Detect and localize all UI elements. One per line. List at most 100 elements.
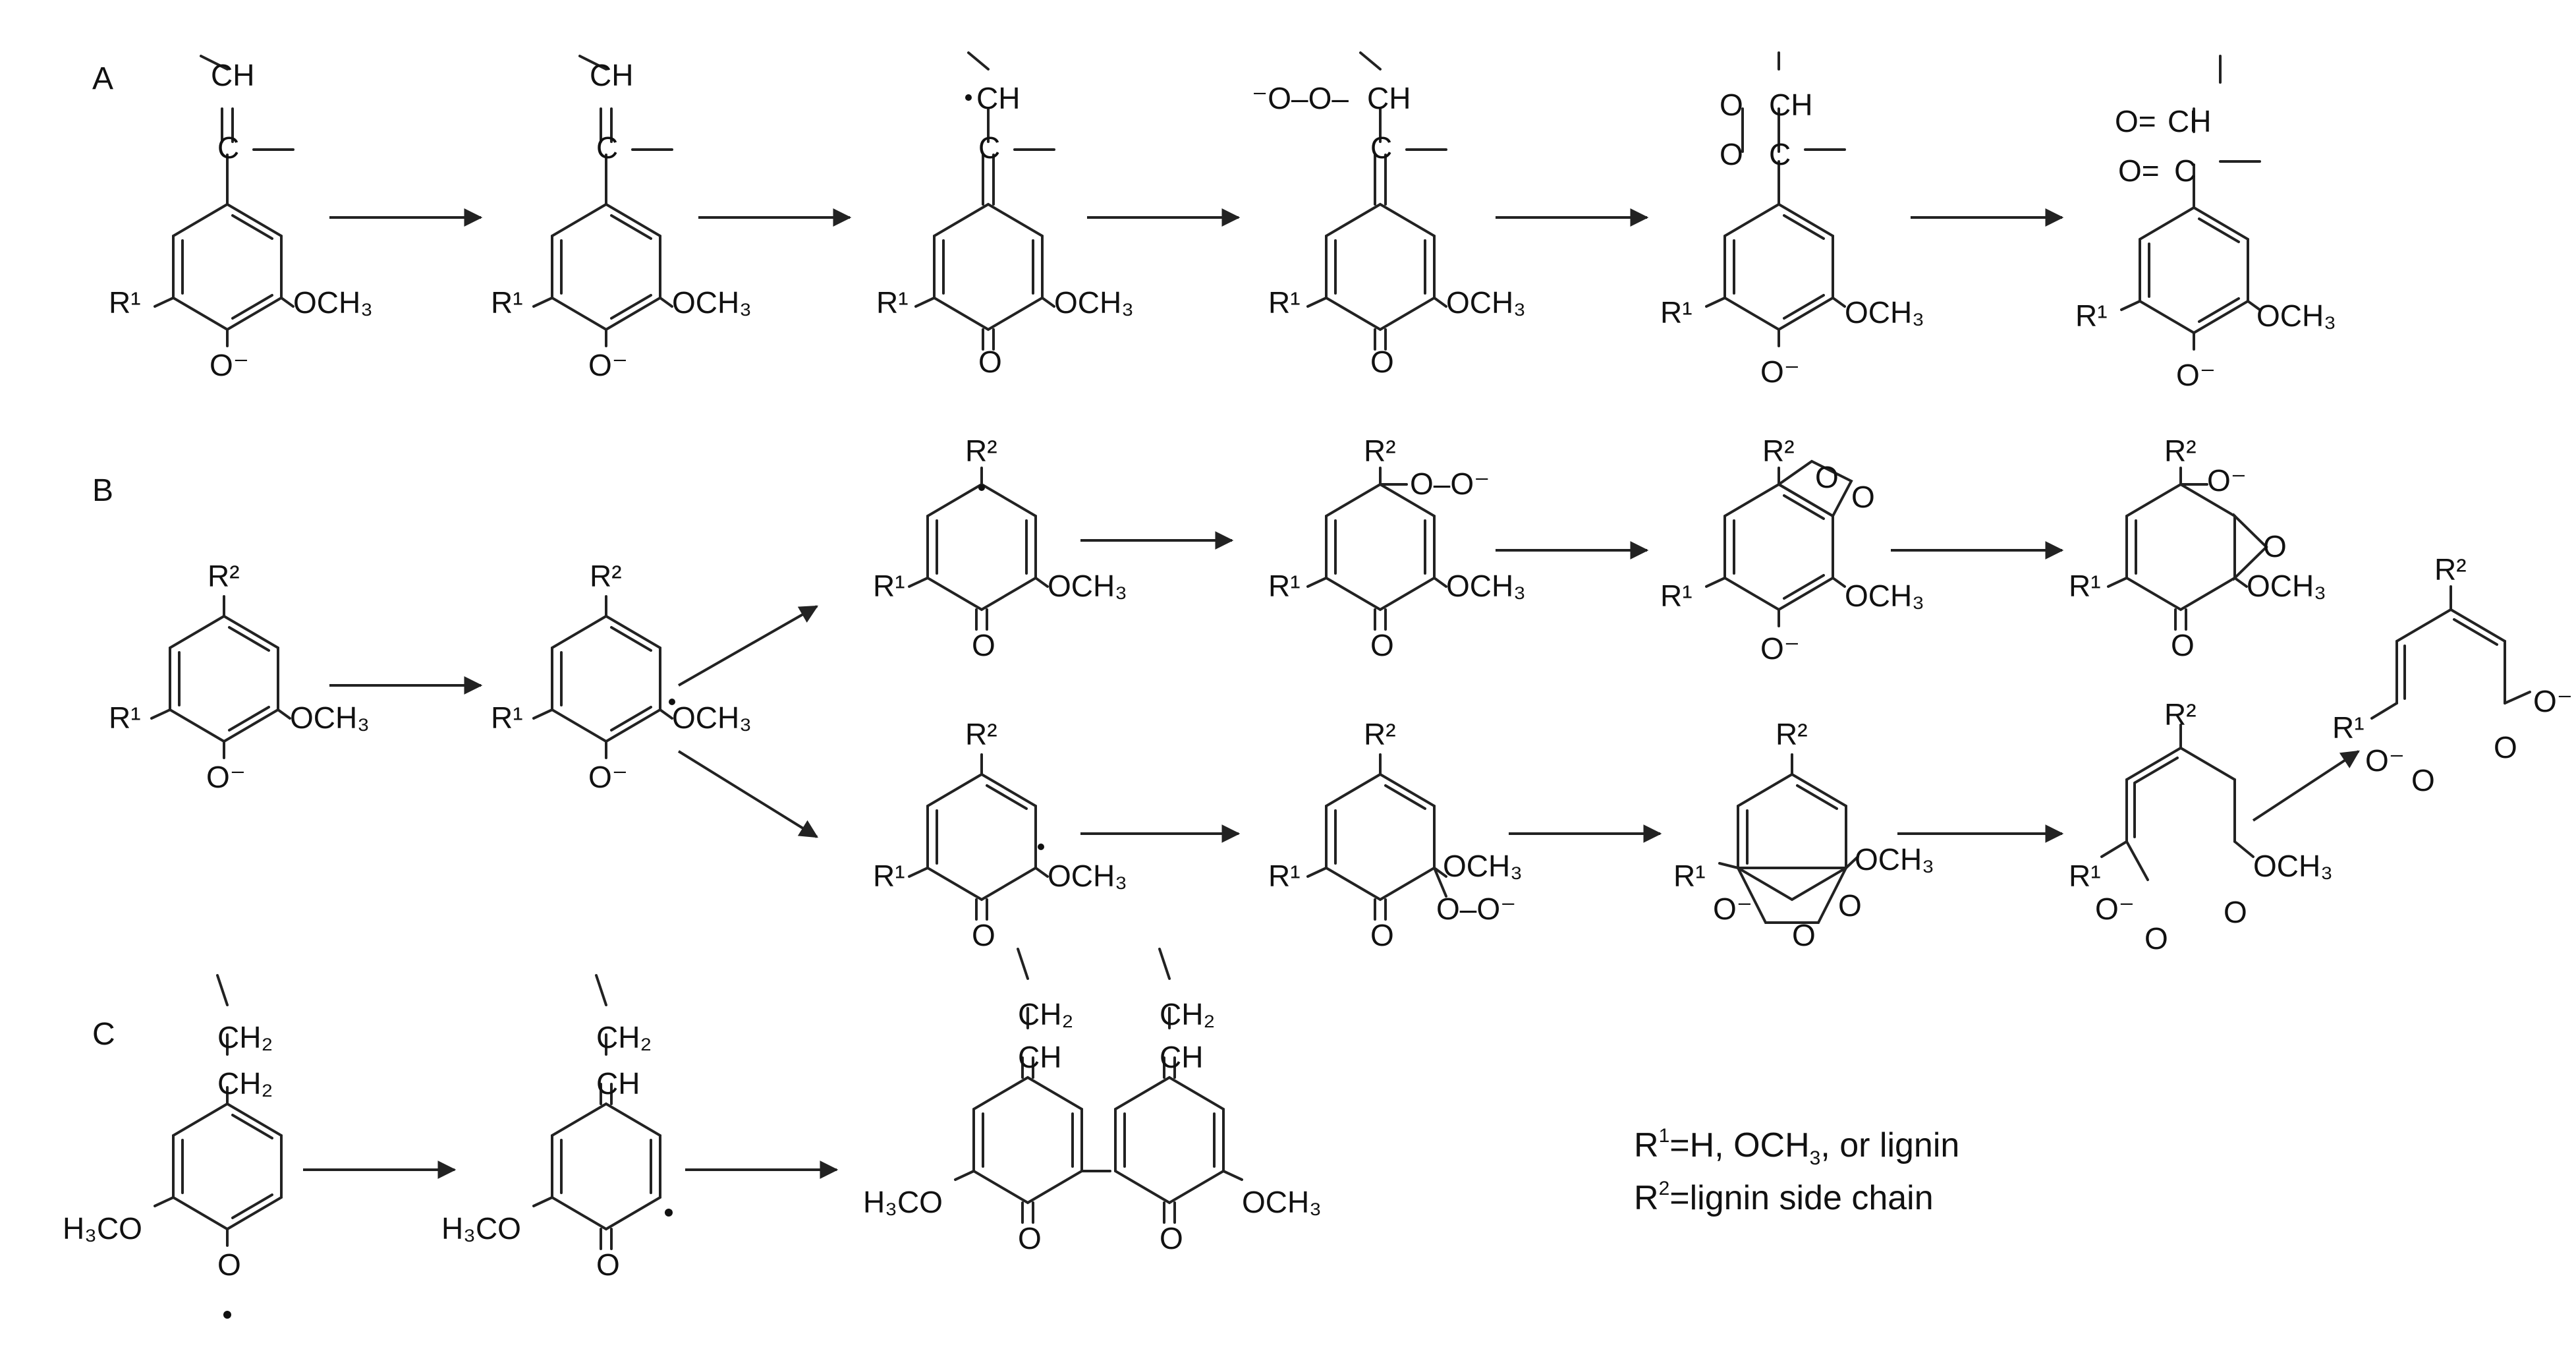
structure-c2 xyxy=(532,974,661,1250)
structure-a4 xyxy=(1306,51,1447,351)
b3u-r1: R¹ xyxy=(873,569,905,603)
structure-a1 xyxy=(154,55,294,347)
a6-och3: OCH₃ xyxy=(2256,299,2336,333)
a5-r1: R¹ xyxy=(1660,295,1693,330)
b6l-o-right: O xyxy=(2224,895,2247,929)
section-label-c: C xyxy=(92,1017,115,1052)
b6l-och3: OCH₃ xyxy=(2253,849,2333,883)
b5l-o1: O xyxy=(1792,918,1816,952)
b2-ominus: O⁻ xyxy=(588,760,628,794)
legend-r1-base: R xyxy=(1634,1126,1659,1164)
a1-ch: CH xyxy=(211,58,254,92)
a3-och3: OCH₃ xyxy=(1054,285,1134,320)
b7-ominus-right: O⁻ xyxy=(2533,684,2573,718)
structure-b3-upper xyxy=(908,467,1049,631)
b1-och3: OCH₃ xyxy=(290,701,370,735)
c3-och3: OCH₃ xyxy=(1242,1185,1322,1219)
a5-c: C xyxy=(1769,137,1791,171)
c2-radical-dot xyxy=(665,1209,673,1217)
a2-och3: OCH₃ xyxy=(672,285,752,320)
b7-o-left: O xyxy=(2411,763,2435,797)
a5-o-top: O xyxy=(1720,88,1743,122)
b4u-peroxy: O–O⁻ xyxy=(1410,467,1490,501)
c2-o: O xyxy=(596,1248,620,1282)
structure-b3-lower xyxy=(908,753,1049,921)
structure-c3-right xyxy=(1114,948,1243,1224)
a4-ch: CH xyxy=(1367,81,1411,115)
legend-r1-text: =H, OCH xyxy=(1669,1126,1809,1164)
c1-ch2-bottom: CH₂ xyxy=(217,1066,273,1101)
a6-ominus: O⁻ xyxy=(2176,358,2216,392)
b4l-o: O xyxy=(1370,918,1394,952)
b7-ominus-left: O⁻ xyxy=(2365,743,2405,778)
b5u-ominus: O⁻ xyxy=(1760,631,1800,666)
a5-och3: OCH₃ xyxy=(1845,295,1924,330)
c1-radical-dot xyxy=(223,1311,231,1319)
c1-ch2-top: CH₂ xyxy=(217,1020,273,1054)
b7-r2: R² xyxy=(2434,552,2467,587)
structure-b4-lower xyxy=(1306,753,1447,921)
structure-b6-upper xyxy=(2107,467,2268,631)
b2-r1: R¹ xyxy=(491,701,523,735)
b4u-r2: R² xyxy=(1364,434,1396,468)
structure-a6 xyxy=(2120,55,2261,351)
b2-radical-dot xyxy=(669,699,675,705)
structure-b5-upper xyxy=(1705,459,1853,627)
c3-right-ch: CH xyxy=(1160,1040,1203,1074)
a4-och3: OCH₃ xyxy=(1446,285,1526,320)
section-label-a: A xyxy=(92,61,113,96)
b5u-och3: OCH₃ xyxy=(1845,579,1924,613)
structure-a2 xyxy=(532,55,673,347)
b3l-o: O xyxy=(972,918,995,952)
b6u-epoxide-o: O xyxy=(2263,529,2287,563)
section-label-b: B xyxy=(92,473,113,508)
c2-ch2: CH₂ xyxy=(596,1020,652,1054)
b4l-peroxy: O–O⁻ xyxy=(1436,892,1516,926)
a1-c: C xyxy=(217,130,239,165)
b3l-r2: R² xyxy=(965,717,997,751)
b6u-o: O xyxy=(2171,628,2195,662)
b3u-och3: OCH₃ xyxy=(1048,569,1127,603)
legend-r1-tail: , or lignin xyxy=(1820,1126,1959,1164)
structure-b4-upper xyxy=(1306,467,1447,631)
b6u-ominus: O⁻ xyxy=(2207,463,2247,498)
a2-r1: R¹ xyxy=(491,285,523,320)
b1-ominus: O⁻ xyxy=(206,760,246,794)
a4-c: C xyxy=(1370,130,1392,165)
legend-r2-sup: 2 xyxy=(1659,1178,1670,1199)
structure-b2 xyxy=(532,595,673,759)
b5u-r1: R¹ xyxy=(1660,579,1693,613)
legend-r2-base: R xyxy=(1634,1179,1659,1217)
a1-r1: R¹ xyxy=(109,285,141,320)
a5-ominus: O⁻ xyxy=(1760,355,1800,389)
a1-ominus: O⁻ xyxy=(210,348,249,382)
a4-o: O xyxy=(1370,345,1394,379)
a2-c: C xyxy=(596,130,618,165)
a5-ch: CH xyxy=(1769,88,1812,122)
a6-o-c: O= xyxy=(2118,154,2160,188)
structure-a5 xyxy=(1705,51,1846,347)
structure-b5-lower xyxy=(1718,753,1859,924)
structure-c3-left xyxy=(954,948,1111,1224)
c3-right-ch2: CH₂ xyxy=(1160,997,1215,1031)
b2-och3: OCH₃ xyxy=(672,701,752,735)
b4l-och3: OCH₃ xyxy=(1443,849,1523,883)
b2-r2: R² xyxy=(590,559,622,593)
structure-c1 xyxy=(154,974,283,1247)
a3-c: C xyxy=(978,130,1000,165)
b3u-o: O xyxy=(972,628,995,662)
b4l-r2: R² xyxy=(1364,717,1396,751)
structure-a3 xyxy=(914,51,1055,351)
a4-r1: R¹ xyxy=(1268,285,1301,320)
structure-b6-lower xyxy=(2100,724,2254,881)
c2-ch: CH xyxy=(596,1066,640,1101)
c1-h3co: H₃CO xyxy=(63,1211,142,1246)
b3u-radical-dot xyxy=(978,484,985,491)
a6-o-ch: O= xyxy=(2115,104,2156,138)
b1-r2: R² xyxy=(208,559,240,593)
b6l-r2: R² xyxy=(2164,697,2197,732)
arrow-b2-up xyxy=(678,605,819,687)
b5l-r1: R¹ xyxy=(1673,859,1706,893)
a3-radical-dot xyxy=(965,94,972,101)
